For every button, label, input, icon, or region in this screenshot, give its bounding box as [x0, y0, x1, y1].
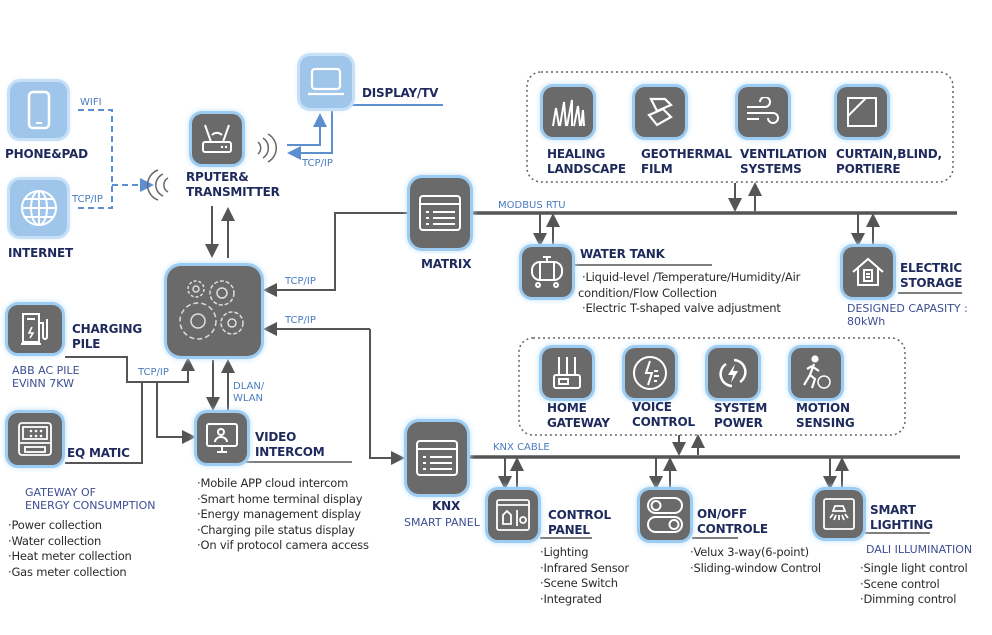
electric-storage-node: [843, 247, 893, 297]
ceiling-light-icon: [823, 498, 855, 530]
control-panel-node: [488, 490, 538, 540]
toggle-switch-icon: [647, 497, 683, 533]
knx-label: KNX: [432, 499, 460, 513]
internet-label: INTERNET: [8, 246, 73, 260]
on-off-control-features: Velux 3-way(6-point)Sliding-window Contr…: [690, 545, 821, 576]
on-off-control-node: [640, 490, 690, 540]
matrix-tcp-label: TCP/IP: [285, 276, 316, 287]
video-monitor-icon: [206, 423, 238, 453]
label-underlines: [242, 264, 962, 539]
knx-tcp-label: TCP/IP: [285, 315, 316, 326]
internet-tcp-label: TCP/IP: [72, 194, 103, 205]
geothermal-film-node: [635, 87, 685, 137]
power-icon: [719, 358, 747, 388]
display-tv-label: DISPLAY/TV: [362, 86, 439, 100]
modbus-device-group: [526, 71, 954, 183]
dlan-wlan-label: DLAN/WLAN: [233, 381, 265, 404]
central-controller-hub: [167, 266, 261, 356]
display-tcp-label: TCP/IP: [302, 158, 333, 169]
house-battery-icon: [852, 257, 884, 286]
charging-tcp-label: TCP/IP: [138, 367, 169, 378]
tank-icon: [531, 256, 563, 288]
control-panel-icon: [496, 499, 530, 531]
modbus-label: MODBUS RTU: [498, 200, 566, 211]
phone-pad-node: [10, 82, 67, 138]
knx-subtitle: SMART PANEL: [404, 516, 480, 529]
panel-icon: [419, 195, 461, 231]
motion-icon: [803, 355, 831, 389]
layers-icon: [647, 97, 673, 127]
voice-control-node: [625, 348, 675, 398]
charging-pile-node: [8, 305, 62, 353]
wifi-label: WIFI: [80, 97, 102, 108]
ventilation-node: [738, 87, 788, 137]
eq-matic-node: [8, 413, 62, 465]
matrix-label: MATRIX: [421, 257, 472, 271]
display-links: [287, 104, 443, 160]
router-icon: [202, 124, 232, 153]
phone-pad-label: PHONE&PAD: [5, 147, 88, 161]
storage-capacity: DESIGNED CAPASITY :80kWh: [847, 302, 968, 328]
matrix-node: [410, 178, 470, 248]
system-power-node: [708, 348, 758, 398]
video-intercom-node: [197, 413, 247, 463]
eq-matic-features: Power collectionWater collectionHeat met…: [8, 518, 131, 580]
dali-label: DALI ILLUMINATION: [866, 543, 973, 556]
control-panel-features: LightingInfrared SensorScene SwitchInteg…: [540, 545, 629, 607]
panel-icon: [416, 440, 458, 476]
grass-icon: [552, 99, 585, 127]
knx-node: [407, 422, 467, 494]
wired-links: [65, 182, 880, 490]
curtain-node: [837, 87, 887, 137]
motion-sensing-node: [791, 348, 841, 398]
smart-lighting-node: [815, 490, 863, 538]
voice-icon: [633, 356, 667, 390]
knx-cable-label: KNX CABLE: [493, 442, 550, 453]
eq-matic-label: EQ MATIC: [67, 446, 130, 460]
healing-landscape-node: [543, 87, 593, 137]
curtain-icon: [847, 97, 877, 127]
router-node: [192, 114, 242, 164]
video-intercom-features: Mobile APP cloud intercomSmart home term…: [197, 476, 368, 554]
water-tank-label: WATER TANK: [580, 247, 665, 261]
gateway-icon: [553, 357, 581, 389]
smart-lighting-features: Single light controlScene controlDimming…: [860, 561, 967, 608]
internet-node: [10, 180, 67, 236]
gears-icon: [179, 280, 244, 340]
home-gateway-node: [542, 348, 592, 398]
wifi-dashed-links: [75, 109, 154, 209]
wind-icon: [747, 97, 779, 124]
smartphone-icon: [27, 90, 50, 130]
ev-charger-icon: [21, 313, 48, 345]
meter-icon: [18, 422, 52, 456]
globe-icon: [20, 190, 57, 226]
router-label-1: RPUTER&: [186, 170, 249, 184]
display-tv-node: [300, 56, 352, 108]
top-group-label: CURTAIN,BLIND,PORTIERE: [836, 147, 942, 176]
router-label-2: TRANSMITTER: [186, 185, 280, 199]
knx-device-group: [518, 337, 906, 436]
water-tank-node: [522, 247, 572, 297]
water-tank-features: Liquid-level /Temperature/Humidity/Air c…: [578, 270, 800, 317]
wireless-waves: [146, 133, 277, 201]
laptop-icon: [308, 67, 344, 96]
